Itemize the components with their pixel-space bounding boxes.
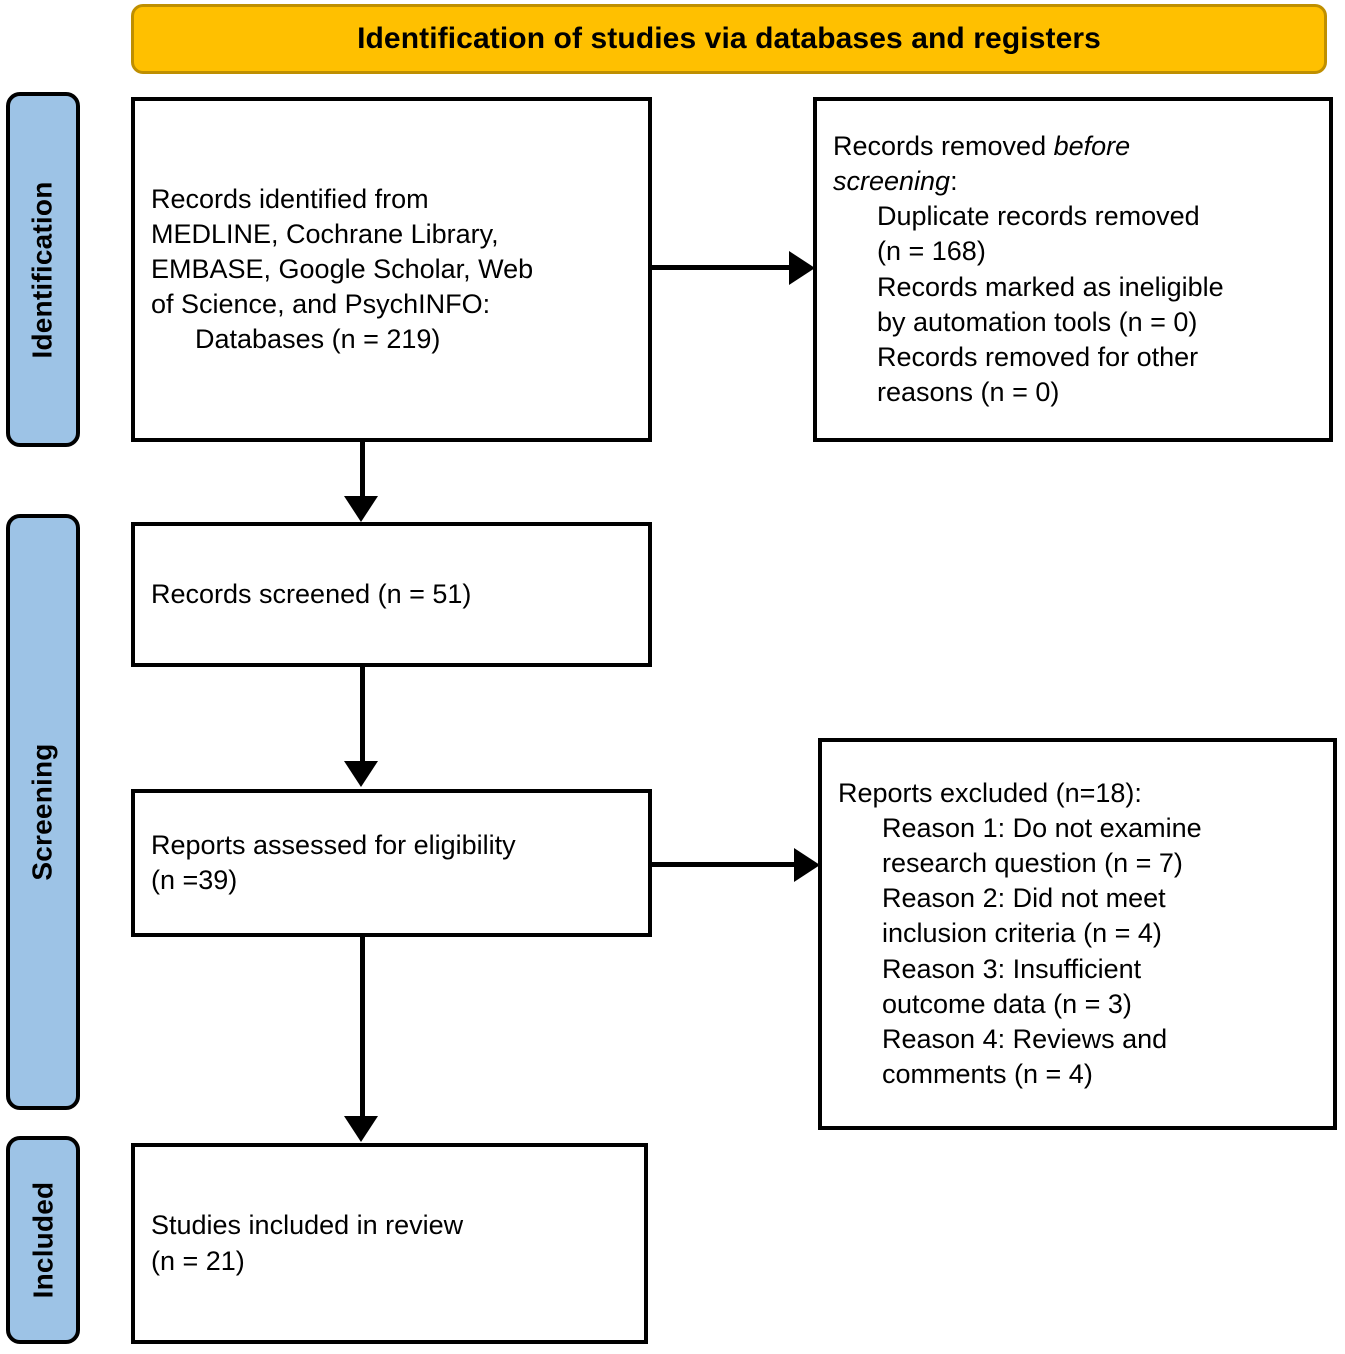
reports-excluded-reason-2-line-2: inclusion criteria (n = 4) <box>882 918 1162 949</box>
connector-identified-to-screened-line <box>360 441 365 499</box>
box-records-removed-text: Records removed before screening: Duplic… <box>817 129 1329 410</box>
records-removed-item-2-line-1: Records marked as ineligible <box>877 271 1224 302</box>
records-removed-heading-em-2: screening <box>833 166 951 197</box>
stage-label-included: Included <box>6 1136 80 1344</box>
box-studies-included-text: Studies included in review (n = 21) <box>135 1208 644 1278</box>
records-identified-line-2: MEDLINE, Cochrane Library, <box>151 218 499 249</box>
reports-excluded-reason-4-line-2: comments (n = 4) <box>882 1058 1093 1089</box>
connector-assessed-to-excluded-line <box>650 862 797 867</box>
reports-excluded-reason-1-line-1: Reason 1: Do not examine <box>882 813 1202 844</box>
stage-label-identification-text: Identification <box>27 180 58 359</box>
studies-included-line-2: (n = 21) <box>151 1245 245 1276</box>
records-identified-line-4: of Science, and PsychINFO: <box>151 289 491 320</box>
arrow-down-icon-assessed-to-included <box>344 1116 378 1142</box>
box-records-identified-text: Records identified from MEDLINE, Cochran… <box>135 182 648 357</box>
reports-assessed-line-1: Reports assessed for eligibility <box>151 829 516 860</box>
studies-included-line-1: Studies included in review <box>151 1210 464 1241</box>
box-reports-excluded: Reports excluded (n=18): Reason 1: Do no… <box>818 738 1337 1130</box>
box-studies-included-in-review: Studies included in review (n = 21) <box>131 1143 648 1344</box>
records-removed-item-1-line-2: (n = 168) <box>877 236 986 267</box>
box-records-removed-before-screening: Records removed before screening: Duplic… <box>813 97 1333 442</box>
box-reports-assessed-for-eligibility: Reports assessed for eligibility (n =39) <box>131 789 652 937</box>
reports-assessed-line-2: (n =39) <box>151 865 238 895</box>
box-reports-assessed-text: Reports assessed for eligibility (n =39) <box>135 828 648 898</box>
reports-excluded-heading: Reports excluded (n=18): <box>838 778 1142 809</box>
reports-excluded-reason-2-line-1: Reason 2: Did not meet <box>882 883 1166 914</box>
records-identified-databases-count: Databases (n = 219) <box>195 324 441 355</box>
records-identified-line-1: Records identified from <box>151 183 429 214</box>
reports-excluded-reason-3-line-1: Reason 3: Insufficient <box>882 953 1142 984</box>
records-removed-item-2-line-2: by automation tools (n = 0) <box>877 306 1198 337</box>
records-removed-heading-post: : <box>950 166 958 197</box>
records-removed-heading-em-1: before <box>1053 131 1131 162</box>
stage-label-identification: Identification <box>6 92 80 447</box>
box-reports-excluded-text: Reports excluded (n=18): Reason 1: Do no… <box>822 776 1333 1092</box>
arrow-right-icon-assessed-to-excluded <box>794 848 820 882</box>
reports-excluded-reason-4-line-1: Reason 4: Reviews and <box>882 1023 1168 1054</box>
stage-label-included-text: Included <box>27 1181 58 1299</box>
connector-screened-to-assessed-line <box>360 666 365 762</box>
connector-assessed-to-included-line <box>360 936 365 1118</box>
arrow-down-icon-identified-to-screened <box>344 496 378 522</box>
arrow-right-icon-identified-to-removed <box>789 251 815 285</box>
diagram-header-banner: Identification of studies via databases … <box>131 4 1327 74</box>
connector-identified-to-removed-line <box>650 265 792 270</box>
stage-label-screening-text: Screening <box>27 743 58 881</box>
box-records-identified: Records identified from MEDLINE, Cochran… <box>131 97 652 442</box>
records-removed-item-1-line-1: Duplicate records removed <box>877 201 1200 232</box>
records-removed-item-3-line-2: reasons (n = 0) <box>877 376 1060 407</box>
box-records-screened-text: Records screened (n = 51) <box>135 577 648 612</box>
records-removed-item-3-line-1: Records removed for other <box>877 341 1199 372</box>
records-screened-line-1: Records screened (n = 51) <box>151 578 472 609</box>
diagram-title: Identification of studies via databases … <box>357 22 1101 55</box>
arrow-down-icon-screened-to-assessed <box>344 761 378 787</box>
stage-label-screening: Screening <box>6 514 80 1110</box>
records-identified-line-3: EMBASE, Google Scholar, Web <box>151 253 534 284</box>
records-removed-heading-pre: Records removed <box>833 131 1054 162</box>
reports-excluded-reason-1-line-2: research question (n = 7) <box>882 848 1183 879</box>
reports-excluded-reason-3-line-2: outcome data (n = 3) <box>882 988 1132 1019</box>
box-records-screened: Records screened (n = 51) <box>131 522 652 667</box>
